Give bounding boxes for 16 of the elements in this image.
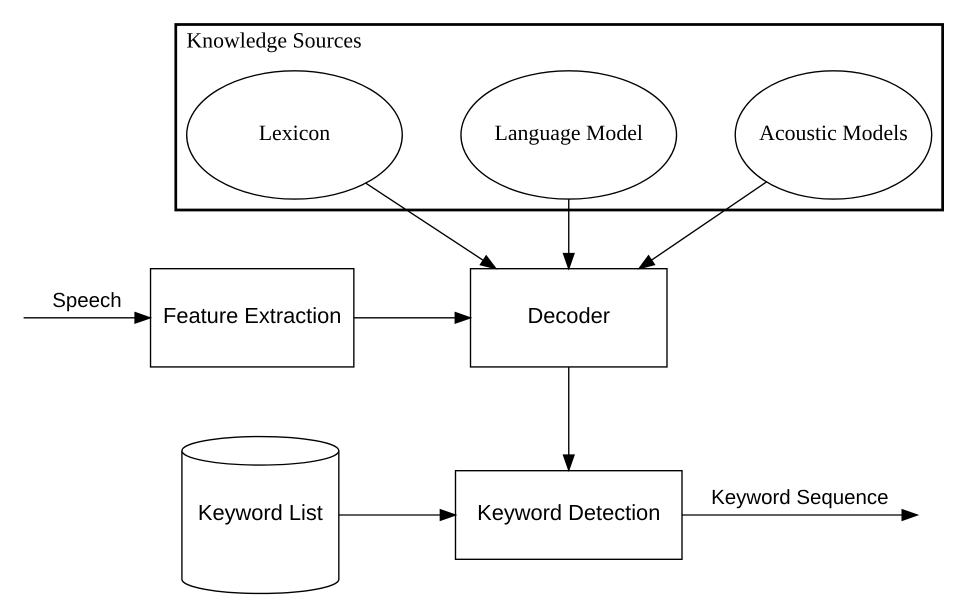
node-ellipse: Acoustic Models: [734, 70, 932, 200]
arrow: [354, 312, 472, 324]
node-ellipse: Language Model: [460, 70, 678, 200]
arrow: [562, 199, 575, 271]
arrow: [365, 182, 498, 270]
edge-label: Speech: [52, 288, 122, 312]
node-box: Keyword Detection: [454, 470, 683, 560]
node-box: Feature Extraction: [150, 268, 355, 368]
node-ellipse: Lexicon: [186, 70, 403, 200]
arrow: [682, 508, 920, 522]
edge-label: Keyword Sequence: [711, 486, 888, 510]
arrow: [24, 312, 152, 324]
arrow: [637, 181, 767, 270]
arrow: [562, 367, 575, 472]
node-box: Decoder: [470, 268, 668, 368]
arrow: [339, 508, 458, 522]
